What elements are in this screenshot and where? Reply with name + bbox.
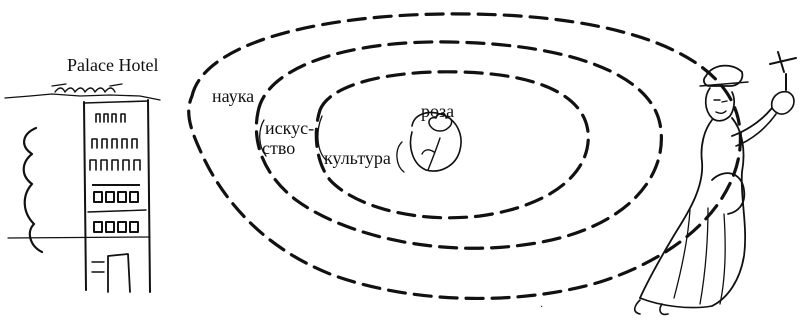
rose-icon	[422, 114, 452, 171]
hotel-drawing	[5, 84, 160, 292]
figure-drawing	[635, 52, 796, 314]
ring-label-third: культура	[324, 148, 391, 168]
bracket-mark	[397, 142, 404, 172]
ring-third	[316, 72, 588, 218]
ring-label-second-line1: искус-	[265, 118, 314, 138]
hotel-sign: Palace Hotel	[67, 55, 158, 75]
ring-label-outer: наука	[212, 86, 254, 106]
ring-inner	[411, 113, 461, 172]
dot-mark: ·	[540, 302, 543, 313]
ring-label-center: роза	[421, 101, 454, 121]
ring-label-second-line2: ство	[262, 138, 295, 158]
